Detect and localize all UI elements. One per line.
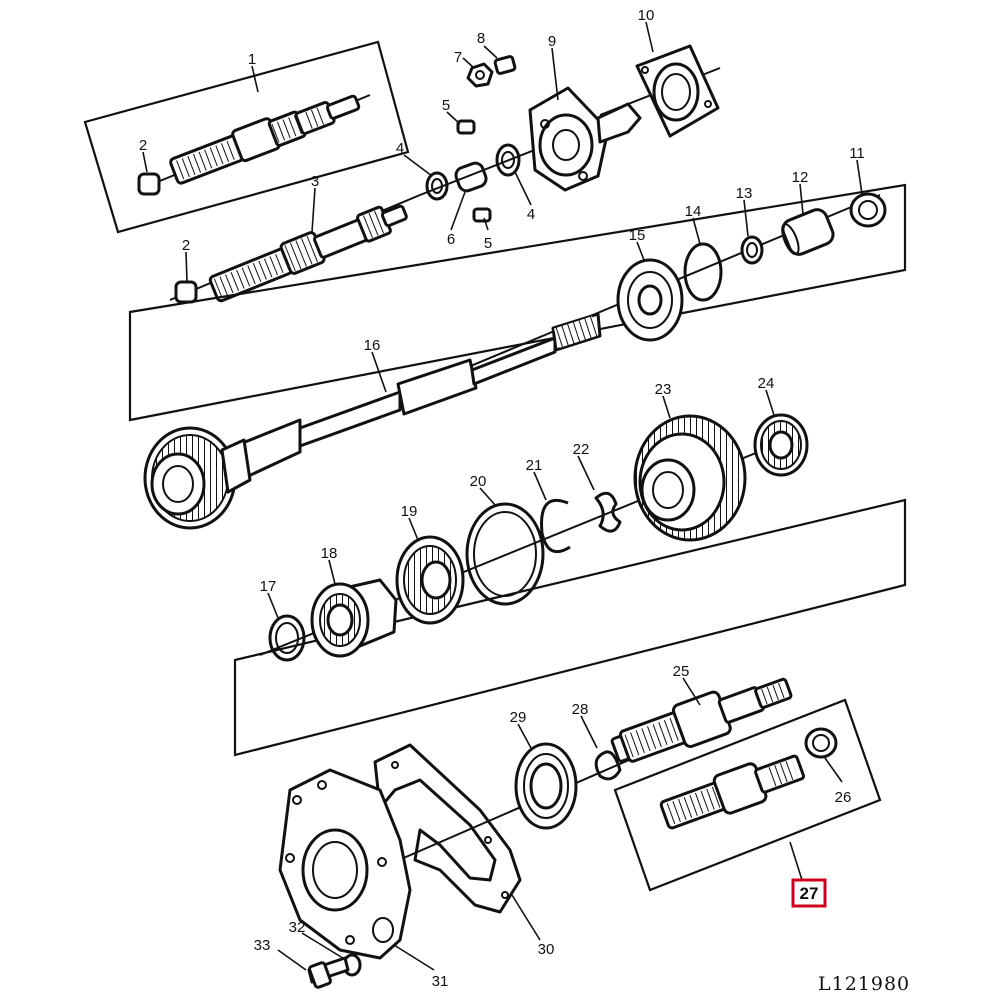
callout-17: 17 xyxy=(260,578,277,595)
part-28-retainer xyxy=(594,750,622,781)
part-21-circlip xyxy=(540,498,571,554)
callout-6: 6 xyxy=(447,231,455,248)
callout-8: 8 xyxy=(477,30,485,47)
part-11-cup xyxy=(849,192,887,228)
part-10-gasket xyxy=(635,44,720,138)
gear-frame xyxy=(233,498,907,757)
part-1-shaft xyxy=(169,94,361,185)
part-5-pin-lower xyxy=(472,207,492,223)
leader-lines xyxy=(142,21,863,971)
callout-13: 13 xyxy=(736,185,753,202)
part-5-pin-upper xyxy=(456,119,476,135)
reference-code: L121980 xyxy=(818,973,910,995)
callout-28: 28 xyxy=(572,701,589,718)
part-14-circlip xyxy=(683,242,723,302)
part-17-snap-ring xyxy=(268,614,306,662)
callout-27: 27 xyxy=(800,884,819,903)
part-23-gear xyxy=(633,414,747,542)
part-6-sleeve xyxy=(454,161,488,193)
callout-16: 16 xyxy=(364,337,381,354)
part-26-cup xyxy=(804,727,838,759)
part-19-ball-bearing xyxy=(395,535,465,625)
part-1-frame xyxy=(83,40,410,234)
gear-group xyxy=(233,413,907,757)
callout-11: 11 xyxy=(849,145,865,162)
callout-12: 12 xyxy=(792,169,809,186)
callout-21: 21 xyxy=(526,457,543,474)
part-2-bushing-upper xyxy=(137,172,161,196)
part-24-needle-bearing xyxy=(753,413,809,477)
callout-24: 24 xyxy=(758,375,775,392)
callout-labels: 1 2 3 2 4 4 5 5 6 7 8 9 10 11 12 13 14 1… xyxy=(139,7,865,990)
callout-32: 32 xyxy=(289,919,306,936)
callout-2-upper: 2 xyxy=(139,137,147,154)
callout-3: 3 xyxy=(311,173,319,190)
callout-5-upper: 5 xyxy=(442,97,450,114)
callout-33: 33 xyxy=(254,937,271,954)
callout-4-right: 4 xyxy=(527,206,535,223)
callout-9: 9 xyxy=(548,33,556,50)
callout-4-left: 4 xyxy=(396,140,404,157)
callout-27-highlight-box xyxy=(791,878,827,908)
input-shaft-group xyxy=(83,40,721,304)
callout-7: 7 xyxy=(454,49,462,66)
part-20-circlip xyxy=(465,502,545,606)
part-8-clip xyxy=(493,55,517,75)
part-27-shaft xyxy=(659,754,805,830)
output-group xyxy=(278,677,882,989)
part-4-washer-left xyxy=(425,171,449,201)
part-29-seal xyxy=(514,742,578,830)
callout-26: 26 xyxy=(835,789,852,806)
callout-23: 23 xyxy=(655,381,672,398)
callout-15: 15 xyxy=(629,227,646,244)
part-2-bushing-lower xyxy=(174,280,198,304)
callout-10: 10 xyxy=(638,7,655,24)
callout-22: 22 xyxy=(573,441,590,458)
callout-2-lower: 2 xyxy=(182,237,190,254)
part-16-main-shaft xyxy=(143,312,602,530)
part-15-ball-bearing xyxy=(616,258,684,342)
callout-30: 30 xyxy=(538,941,555,958)
part-31-cover xyxy=(278,768,412,960)
callout-20: 20 xyxy=(470,473,487,490)
part-3-shaft xyxy=(208,204,408,303)
part-27-frame xyxy=(613,698,882,892)
callout-29: 29 xyxy=(510,709,527,726)
callout-19: 19 xyxy=(401,503,418,520)
part-22-clip xyxy=(594,491,622,533)
part-7-nut xyxy=(466,62,494,88)
part-12-roller-bearing xyxy=(781,208,835,256)
callout-5-lower: 5 xyxy=(484,235,492,252)
part-30-gasket xyxy=(373,743,522,914)
callout-1: 1 xyxy=(248,51,256,68)
part-18-sleeve xyxy=(310,578,398,658)
callout-25: 25 xyxy=(673,663,690,680)
callout-31: 31 xyxy=(432,973,449,990)
main-shaft-frame xyxy=(128,183,907,422)
part-25-output-shaft xyxy=(610,677,793,763)
part-33-bolt xyxy=(307,956,350,989)
callout-18: 18 xyxy=(321,545,338,562)
callout-14: 14 xyxy=(685,203,702,220)
main-shaft-group xyxy=(128,183,907,530)
part-9-bearing-housing xyxy=(528,86,642,192)
part-13-snap-ring xyxy=(740,235,764,265)
